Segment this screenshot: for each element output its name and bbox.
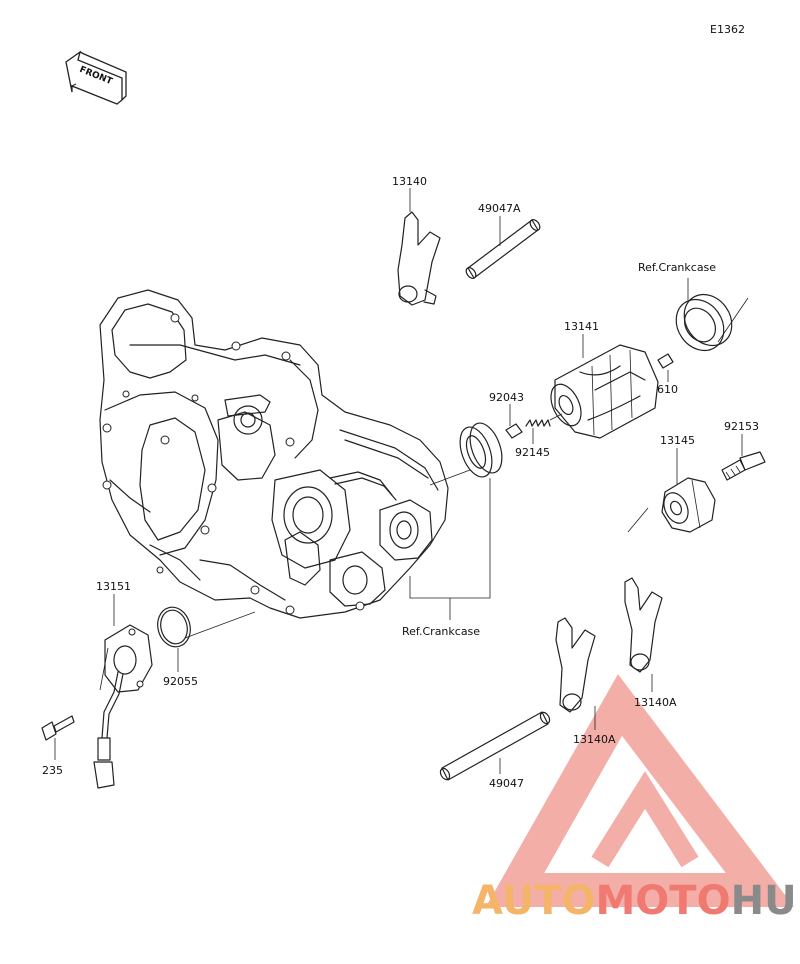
o-ring-92055 [157,606,191,648]
label-13141: 13141 [564,320,599,333]
shaft-49047A [465,219,541,279]
watermark-moto: MOTO [595,878,731,924]
label-ref-crankcase-top: Ref.Crankcase [638,261,717,274]
bearing-middle [459,422,503,478]
label-49047: 49047 [489,777,524,790]
shift-fork-13140A-right [624,577,663,673]
crankcase-drawing [99,289,449,619]
watermark-auto: AUTO [472,878,596,924]
watermark-text: AUTOMOTOHUB [472,878,800,924]
neutral-switch-13151 [93,624,153,789]
spring-92145 [525,413,563,427]
label-13140A-right: 13140A [634,696,677,709]
shift-fork-13140A-left [555,617,596,713]
front-arrow-icon [65,50,127,105]
watermark-hub: HUB [730,878,800,924]
label-13140: 13140 [392,175,427,188]
shaft-centerline [184,297,749,639]
shift-drum-13141 [550,344,674,439]
bearing-top [675,293,733,352]
label-92153: 92153 [724,420,759,433]
label-13151: 13151 [96,580,131,593]
label-13145: 13145 [660,434,695,447]
label-92055: 92055 [163,675,198,688]
label-235: 235 [42,764,63,777]
shift-cam-13145 [661,477,716,533]
label-49047A: 49047A [478,202,521,215]
leader-lines [54,188,743,774]
label-92043: 92043 [489,391,524,404]
shaft-49047 [439,711,551,781]
label-13140A-left: 13140A [573,733,616,746]
diagram-code: E1362 [710,23,745,36]
label-610: 610 [657,383,678,396]
label-ref-crankcase-bottom: Ref.Crankcase [402,625,481,638]
bolt-235 [41,715,75,741]
watermark-logo [485,674,795,907]
label-92145: 92145 [515,446,550,459]
shift-fork-13140 [397,211,441,306]
bolt-92153 [721,451,766,481]
pin-92043 [505,423,523,439]
